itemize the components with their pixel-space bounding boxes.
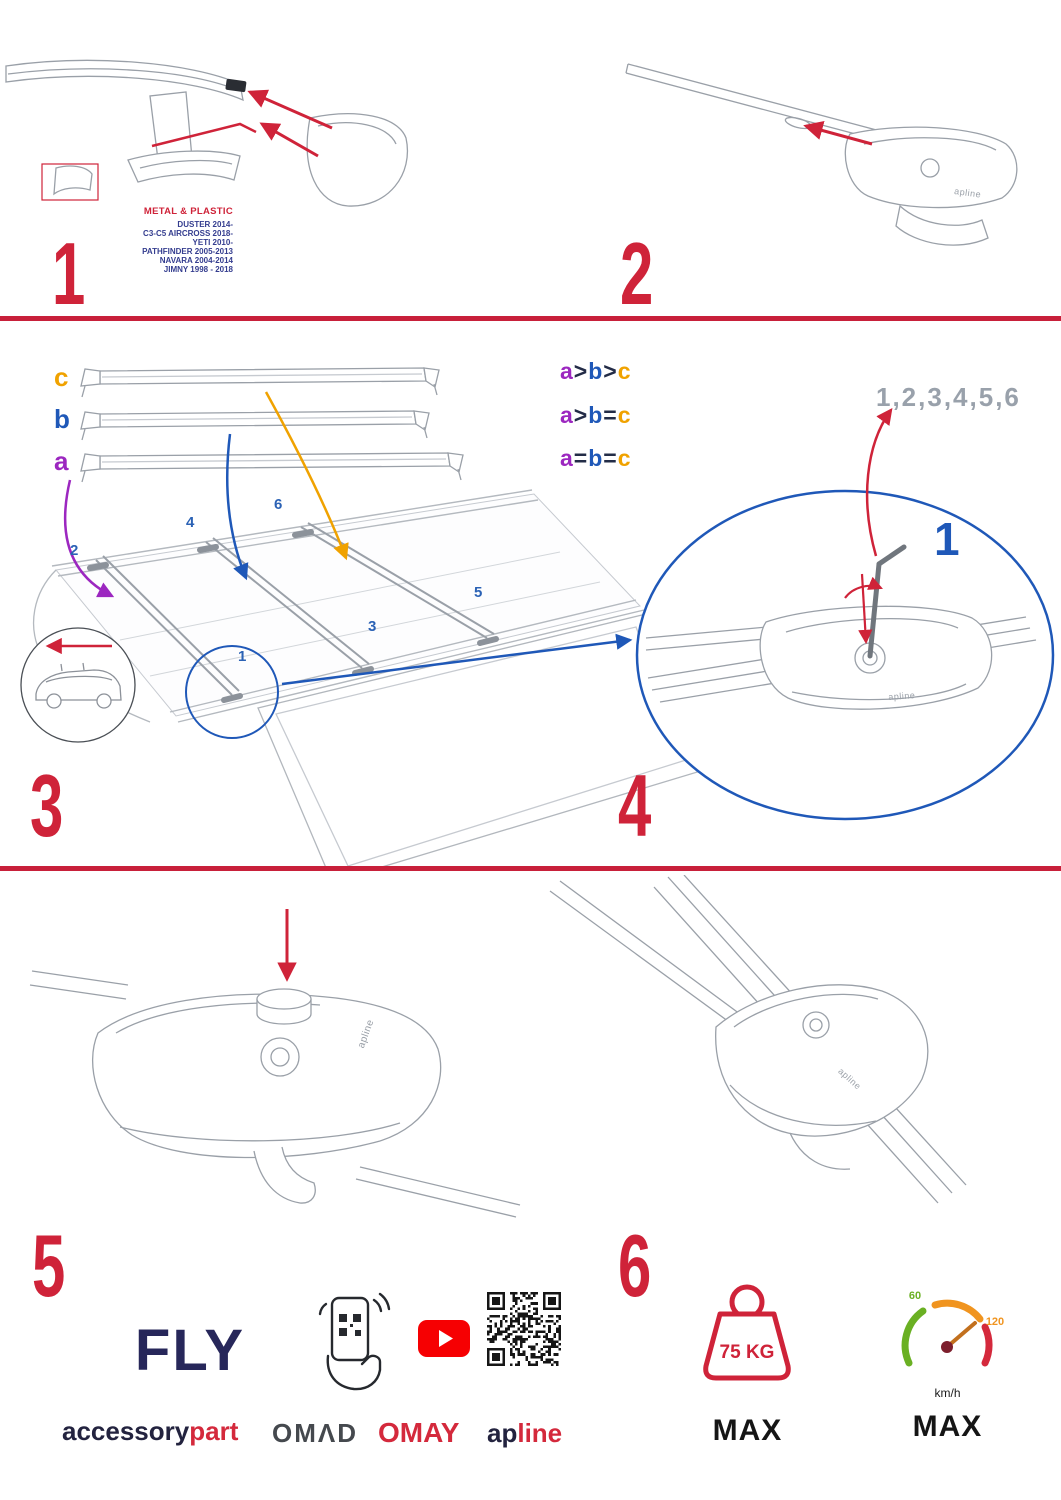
section-divider-1 (0, 316, 1061, 321)
bar-label-a: a (54, 446, 69, 476)
accessorypart-logo: accessorypart (62, 1416, 238, 1447)
model-item: PATHFINDER 2005-2013 (142, 247, 233, 256)
rule-char: b (588, 445, 603, 471)
rule-char: c (617, 445, 631, 471)
size-rule-3: a=b=c (560, 447, 631, 470)
accessorypart-logo-left: accessory (62, 1416, 190, 1446)
max-weight-label: MAX (712, 1414, 783, 1447)
bar-logo-patch (225, 78, 247, 93)
rule-char: a (560, 358, 573, 384)
model-list: DUSTER 2014- C3-C5 AIRCROSS 2018- YETI 2… (58, 220, 233, 274)
phone-scan-icon (318, 1292, 391, 1391)
speed-min-tick: 60 (909, 1290, 921, 1302)
guide-curve-a (63, 479, 115, 598)
rule-char: > (603, 358, 617, 384)
car-inset (20, 627, 136, 743)
rule-char: > (573, 402, 588, 428)
model-item: NAVARA 2004-2014 (159, 256, 233, 265)
step1-number: 1 (52, 224, 85, 323)
car-roof-drawing (32, 489, 705, 866)
rule-char: = (603, 445, 617, 471)
accessorypart-logo-right: part (189, 1416, 239, 1446)
max-weight-value: 75 KG (720, 1342, 775, 1363)
position-3: 3 (368, 618, 377, 635)
model-item: DUSTER 2014- (177, 220, 233, 229)
apline-logo-right: line (517, 1418, 563, 1448)
tighten-sequence: 1,2,3,4,5,6 (876, 382, 1021, 412)
roof-bar-a (80, 452, 464, 483)
insert-arrow (858, 573, 873, 645)
brand-label: apline (888, 690, 916, 702)
rule-char: = (603, 402, 617, 428)
bar-label-c: c (54, 362, 69, 392)
rule-char: = (573, 445, 588, 471)
roof-bar-b (80, 410, 430, 441)
max-speed-label: MAX (912, 1410, 983, 1443)
guide-curve-c (264, 391, 349, 561)
apline-logo-left: ap (487, 1418, 518, 1448)
position-2: 2 (70, 542, 79, 559)
roof-bar-c (80, 367, 440, 398)
position-1: 1 (238, 648, 247, 665)
position-4: 4 (186, 514, 195, 531)
end-cover-drawing (306, 113, 409, 207)
model-item: YETI 2010- (192, 238, 233, 247)
sequence-arrow (865, 408, 893, 557)
omad-logo: OMΛD (272, 1418, 358, 1448)
omay-logo: OMAY (378, 1417, 460, 1448)
bar-label-b: b (54, 404, 70, 434)
step1-notes: METAL & PLASTIC DUSTER 2014- C3-C5 AIRCR… (58, 206, 233, 274)
position-5: 5 (474, 584, 483, 601)
position1-highlight (185, 645, 279, 739)
fly-logo: FLY (134, 1318, 246, 1383)
rule-char: a (560, 445, 573, 471)
zoom-link-arrow (281, 633, 633, 686)
crossbar-end-drawing (5, 59, 409, 207)
max-speed-icon: 60 120 (901, 1290, 1004, 1367)
blade-bar-drawing (625, 63, 1018, 246)
foot-mounted-drawing (549, 875, 967, 1204)
rule-char: c (617, 358, 631, 384)
step2-number: 2 (620, 224, 653, 323)
first-step-callout: 1 (934, 513, 960, 565)
apline-logo: apline (487, 1418, 562, 1449)
model-item: C3-C5 AIRCROSS 2018- (143, 229, 233, 238)
speed-max-tick: 120 (986, 1316, 1004, 1328)
position-6: 6 (274, 496, 283, 513)
bar-feet (87, 529, 499, 703)
step5-step6-illustration (29, 875, 967, 1218)
material-label: METAL & PLASTIC (143, 206, 233, 217)
size-rule-1: a>b>c (560, 360, 631, 383)
rule-char: > (573, 358, 588, 384)
max-weight-icon: 75 KG (703, 1284, 791, 1381)
youtube-icon (418, 1320, 470, 1357)
step1-step2-illustration (5, 59, 1018, 246)
step5-number: 5 (32, 1216, 65, 1315)
speed-unit-label: km/h (934, 1386, 961, 1400)
rule-char: b (588, 358, 603, 384)
rule-char: a (560, 402, 573, 428)
step3-step4-illustration (20, 367, 1055, 866)
foot-zoom-detail (635, 489, 1055, 821)
step1-arrows (41, 89, 333, 201)
foot-cap-drawing (29, 970, 521, 1218)
rule-char: c (617, 402, 631, 428)
rotate-arrow (844, 576, 883, 599)
section-divider-2 (0, 866, 1061, 871)
step2-arrow (803, 120, 873, 146)
rule-char: b (588, 402, 603, 428)
step6-number: 6 (618, 1216, 651, 1315)
guide-curve-b (226, 433, 249, 581)
step4-number: 4 (618, 756, 651, 855)
step3-number: 3 (30, 756, 63, 855)
model-item: JIMNY 1998 - 2018 (163, 265, 233, 274)
size-rule-2: a>b=c (560, 404, 631, 427)
qr-code-icon (487, 1292, 561, 1366)
